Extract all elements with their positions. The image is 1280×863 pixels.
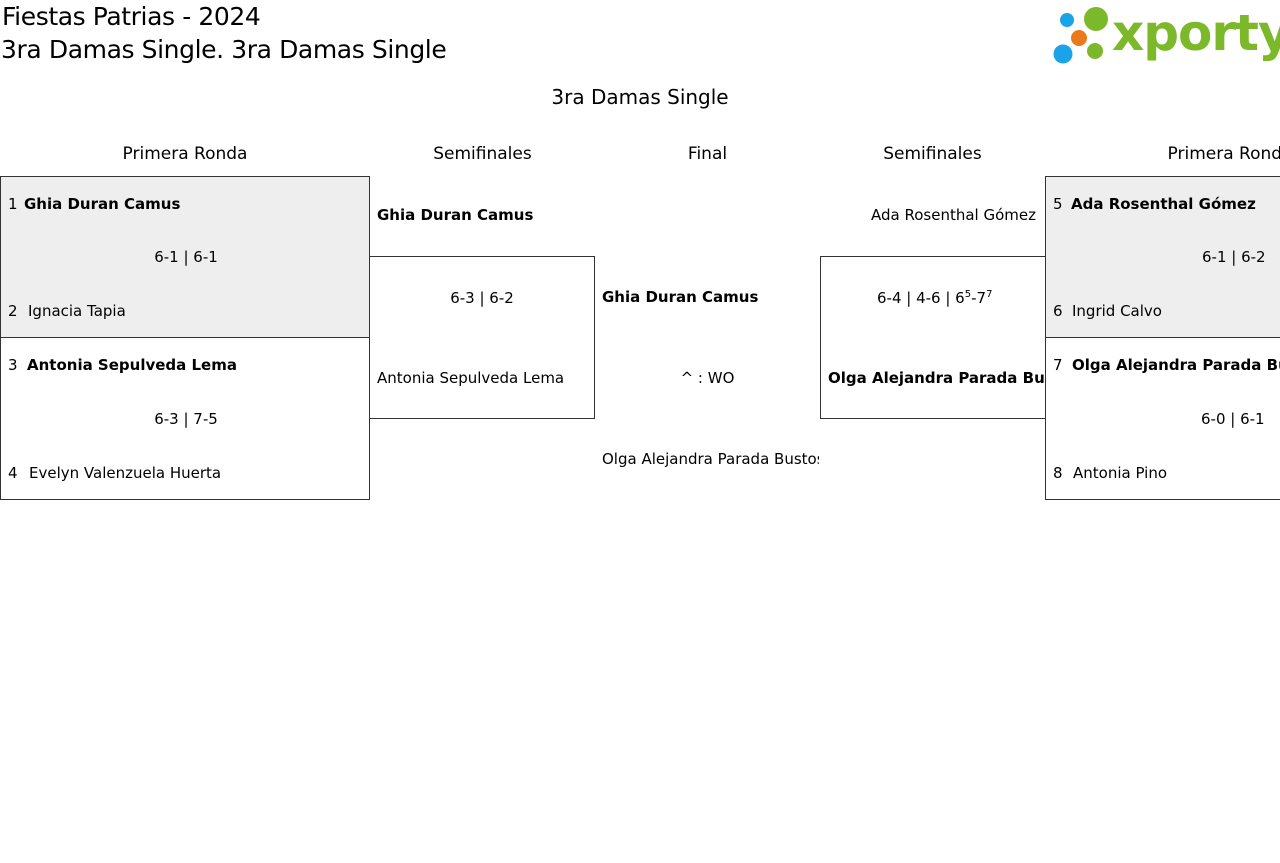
final-result: ^ : WO [680, 369, 735, 387]
player-name-winner[interactable]: Olga Alejandra Parada Bustos [1072, 356, 1280, 374]
final-bottom-player[interactable]: Olga Alejandra Parada Bustos [602, 450, 819, 468]
match-score: 6-1 | 6-2 [1202, 248, 1266, 266]
match-score: 6-0 | 6-1 [1201, 410, 1265, 428]
player-name-winner[interactable]: Olga Alejandra Parada Bustos [828, 369, 1045, 387]
column-header-left-semis: Semifinales [433, 144, 532, 164]
match-score: 6-4 | 4-6 | 65-77 [877, 289, 993, 307]
player-name[interactable]: Ingrid Calvo [1072, 302, 1162, 320]
seed-number: 7 [1053, 356, 1063, 374]
player-name-winner[interactable]: Ada Rosenthal Gómez [1071, 195, 1256, 213]
match-score: 6-1 | 6-1 [154, 248, 218, 266]
seed-number: 6 [1053, 302, 1063, 320]
player-name-winner[interactable]: Ghia Duran Camus [24, 195, 181, 213]
left-semis-top-player[interactable]: Ghia Duran Camus [377, 206, 534, 224]
xporty-logo[interactable]: xporty [1050, 2, 1280, 68]
match-box-right-r1-m2[interactable]: 7 Olga Alejandra Parada Bustos 6-0 | 6-1… [1045, 337, 1280, 500]
column-header-final: Final [687, 144, 728, 164]
player-name[interactable]: Evelyn Valenzuela Huerta [29, 464, 222, 482]
seed-number: 8 [1053, 464, 1063, 482]
final-top-player[interactable]: Ghia Duran Camus [602, 288, 759, 306]
match-score: 6-3 | 6-2 [450, 289, 514, 307]
column-header-right-round1: Primera Ronda [1167, 144, 1280, 164]
seed-number: 5 [1053, 195, 1063, 213]
column-header-left-round1: Primera Ronda [122, 144, 248, 164]
draw-title: 3ra Damas Single [551, 85, 729, 109]
player-name[interactable]: Antonia Pino [1073, 464, 1168, 482]
seed-number: 1 [8, 195, 18, 213]
match-score: 6-3 | 7-5 [154, 410, 218, 428]
logo-dots-icon [1053, 7, 1108, 64]
player-name[interactable]: Antonia Sepulveda Lema [377, 369, 565, 387]
seed-number: 4 [8, 464, 18, 482]
event-title: Fiestas Patrias - 2024 [2, 2, 261, 31]
logo-text: xporty [1112, 4, 1280, 62]
match-box-left-semis[interactable]: 6-3 | 6-2 Antonia Sepulveda Lema [369, 256, 595, 419]
category-title: 3ra Damas Single. 3ra Damas Single [1, 35, 447, 64]
match-box-right-r1-m1[interactable]: 5 Ada Rosenthal Gómez 6-1 | 6-2 6 Ingrid… [1045, 176, 1280, 338]
right-semis-top-player[interactable]: Ada Rosenthal Gómez [871, 206, 1036, 224]
player-name-winner[interactable]: Antonia Sepulveda Lema [27, 356, 237, 374]
seed-number: 3 [8, 356, 18, 374]
seed-number: 2 [8, 302, 18, 320]
match-box-left-r1-m1[interactable]: 1 Ghia Duran Camus 6-1 | 6-1 2 Ignacia T… [0, 176, 370, 338]
match-box-right-semis[interactable]: 6-4 | 4-6 | 65-77 Olga Alejandra Parada … [820, 256, 1046, 419]
match-box-left-r1-m2[interactable]: 3 Antonia Sepulveda Lema 6-3 | 7-5 4 Eve… [0, 337, 370, 500]
column-header-right-semis: Semifinales [883, 144, 982, 164]
player-name[interactable]: Ignacia Tapia [28, 302, 126, 320]
